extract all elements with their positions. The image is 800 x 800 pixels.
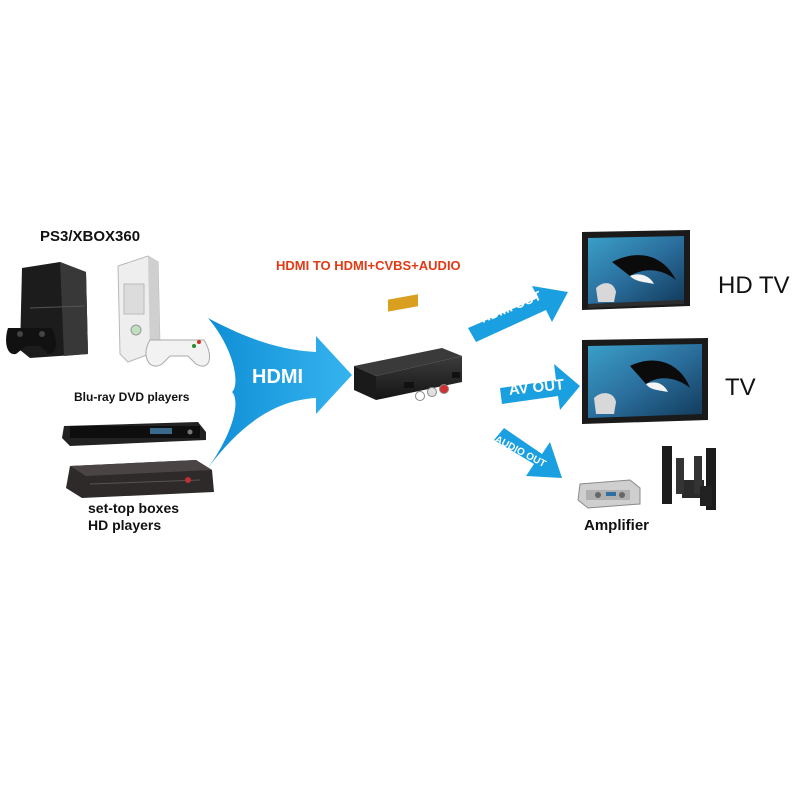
set-top-box-icon	[66, 460, 214, 498]
diagram-title: HDMI TO HDMI+CVBS+AUDIO	[276, 258, 461, 273]
hdmi-input-arrow-label: HDMI	[252, 366, 304, 388]
stb-label-line2: HD players	[88, 517, 162, 533]
converter-box-icon	[354, 294, 462, 401]
tv-label: TV	[725, 374, 756, 401]
consoles-label: PS3/XBOX360	[40, 228, 141, 245]
hd-tv-icon	[582, 230, 690, 310]
speaker-system-icon	[662, 446, 716, 510]
av-out-arrow	[500, 364, 580, 410]
stb-label-line1: set-top boxes	[88, 500, 180, 516]
amplifier-label: Amplifier	[584, 517, 650, 534]
hdtv-label: HD TV	[718, 272, 790, 299]
audio-out-arrow	[494, 428, 562, 478]
xbox360-console-icon	[117, 255, 211, 367]
tv-icon	[582, 338, 708, 424]
bluray-label: Blu-ray DVD players	[74, 390, 190, 404]
amplifier-icon	[577, 479, 641, 509]
hdmi-input-arrow	[208, 318, 352, 468]
stb-label: set-top boxes HD players	[88, 500, 179, 534]
ps3-console-icon	[6, 262, 88, 358]
bluray-player-icon	[62, 422, 206, 446]
hdmi-out-arrow	[468, 286, 568, 342]
